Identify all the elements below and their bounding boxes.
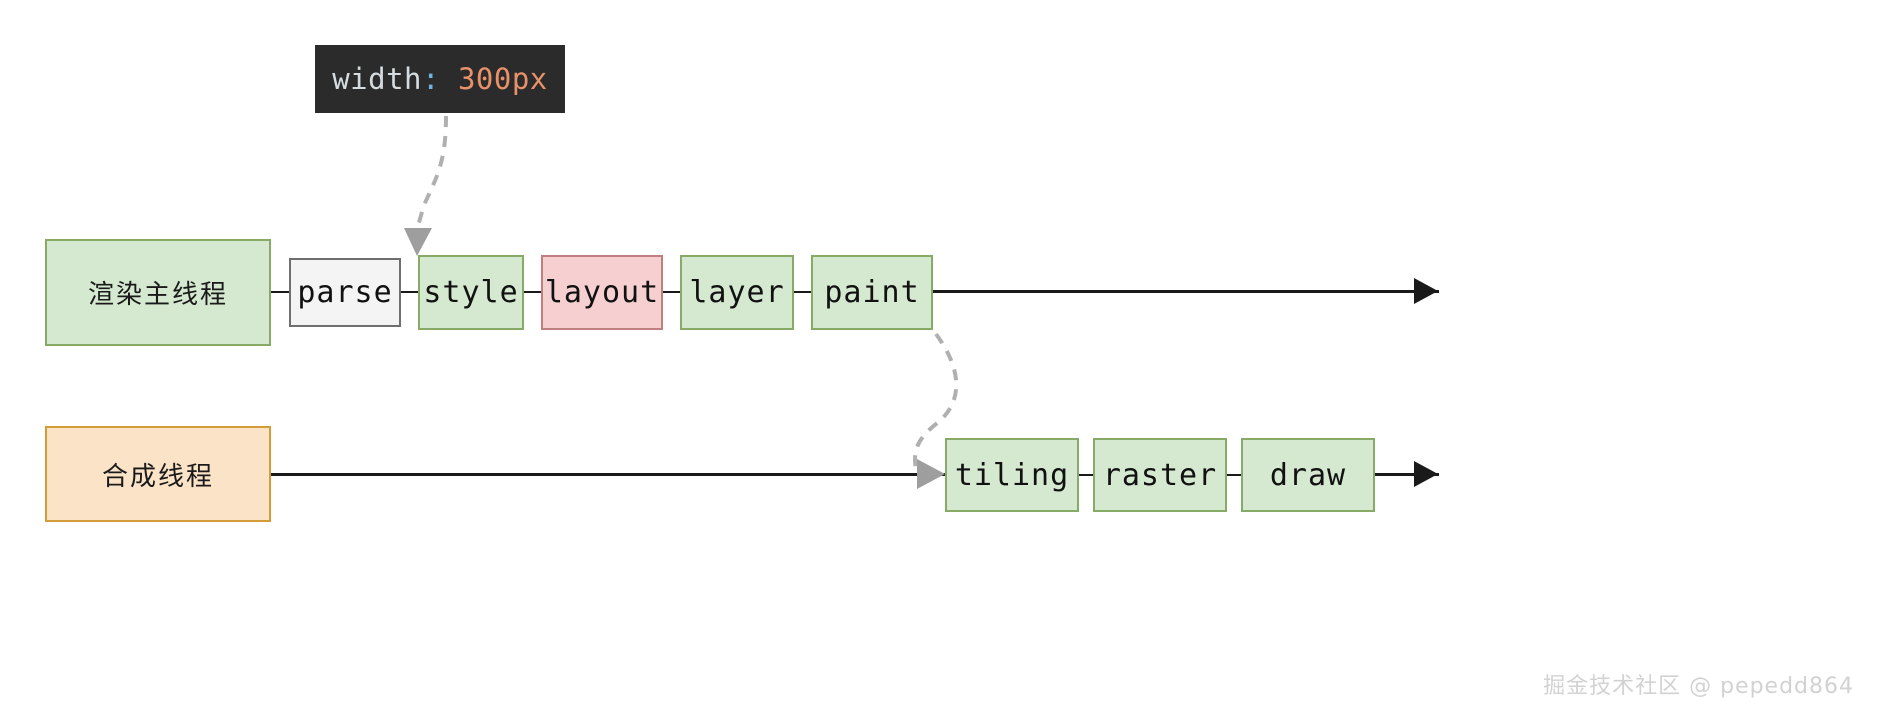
tick-tiling-raster bbox=[1079, 474, 1093, 476]
tick-label-parse bbox=[271, 291, 289, 293]
timeline-main-thread bbox=[933, 290, 1439, 293]
code-space bbox=[440, 62, 458, 96]
stage-raster[interactable]: raster bbox=[1093, 438, 1227, 512]
stage-draw[interactable]: draw bbox=[1241, 438, 1375, 512]
stage-paint[interactable]: paint bbox=[811, 255, 933, 330]
stage-layer[interactable]: layer bbox=[680, 255, 794, 330]
tick-layout-layer bbox=[663, 291, 680, 293]
stage-parse[interactable]: parse bbox=[289, 258, 401, 327]
code-value: 300px bbox=[457, 62, 548, 96]
stage-style[interactable]: style bbox=[418, 255, 524, 330]
code-colon: : bbox=[422, 62, 440, 96]
tick-style-layout bbox=[524, 291, 541, 293]
watermark: 掘金技术社区 @ pepedd864 bbox=[1543, 674, 1854, 699]
timeline-compositor-right bbox=[1375, 473, 1439, 476]
connector-callout-to-style bbox=[404, 115, 448, 256]
stage-layout[interactable]: layout bbox=[541, 255, 663, 330]
arrowhead-main-thread bbox=[1414, 278, 1438, 304]
arrowhead-compositor-thread bbox=[1414, 461, 1438, 487]
code-property: width bbox=[332, 62, 423, 96]
tick-parse-style bbox=[401, 291, 418, 293]
timeline-compositor-left bbox=[271, 473, 945, 476]
tick-layer-paint bbox=[794, 291, 811, 293]
thread-label-main: 渲染主线程 bbox=[45, 239, 271, 346]
code-callout-box: width: 300px bbox=[315, 45, 565, 113]
stage-tiling[interactable]: tiling bbox=[945, 438, 1079, 512]
tick-raster-draw bbox=[1227, 474, 1241, 476]
thread-label-compositor: 合成线程 bbox=[45, 426, 271, 522]
